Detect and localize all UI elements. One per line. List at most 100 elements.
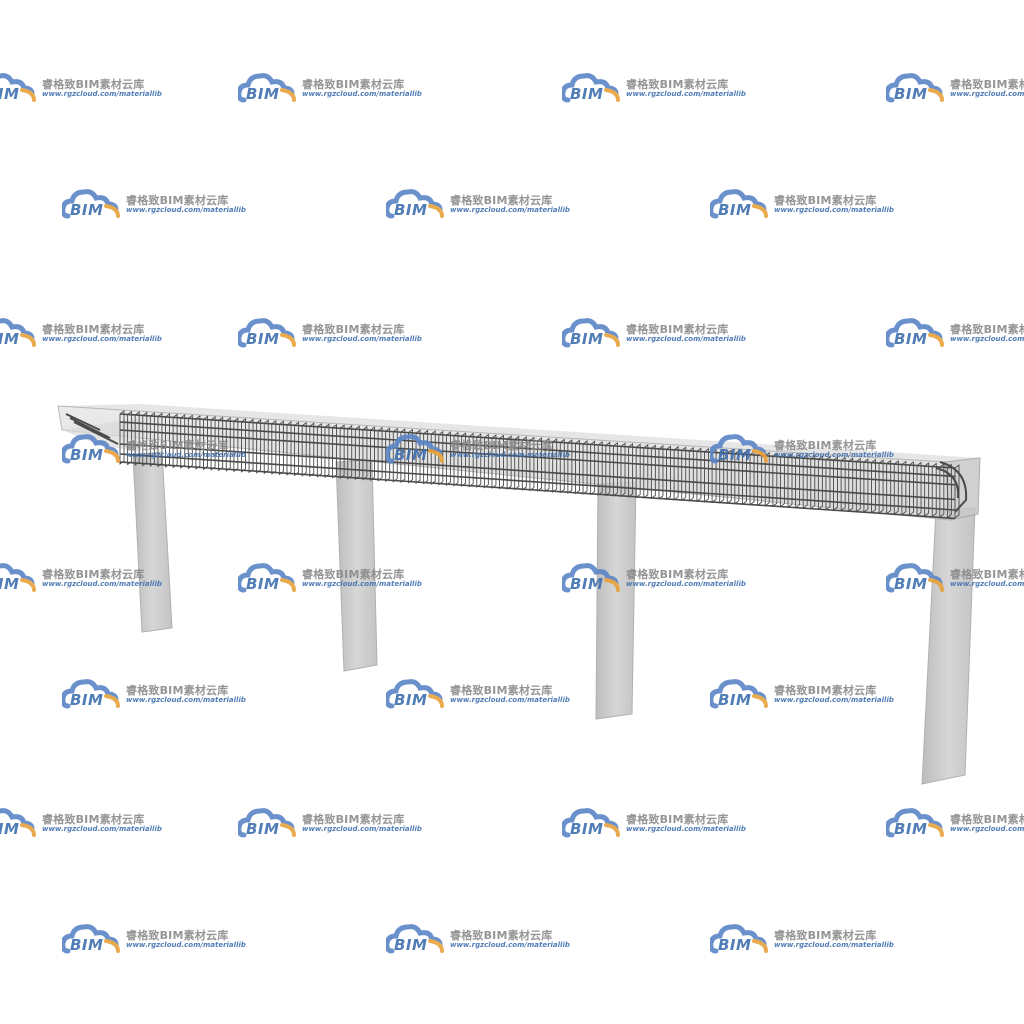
- rebar-stirrup: [233, 417, 239, 473]
- rebar-stirrup: [248, 418, 254, 474]
- rebar-stirrup: [666, 445, 671, 501]
- rebar-stirrup: [506, 435, 512, 490]
- rebar-stirrup: [810, 454, 816, 510]
- rebar-stirrup: [172, 413, 178, 469]
- rebar-stirrup: [931, 462, 937, 518]
- rebar-stirrup: [316, 422, 322, 478]
- rebar-stirrup: [886, 459, 892, 515]
- rebar-stirrup: [165, 413, 170, 468]
- beam-front-face: [57, 405, 951, 521]
- rebar-stirrup: [552, 438, 558, 493]
- rebar-stirrup: [180, 414, 186, 469]
- column-4: [921, 507, 976, 785]
- rebar-stirrup: [286, 420, 292, 476]
- rebar-stirrup: [825, 455, 831, 511]
- rebar-stirrup: [529, 436, 535, 492]
- rebar-stirrup: [537, 437, 542, 492]
- rebar-stirrup: [362, 425, 368, 481]
- rebar-stirrup: [461, 432, 467, 487]
- rebar-stirrup: [203, 415, 208, 471]
- rebar-stirrup: [157, 412, 163, 468]
- rebar-stirrup: [673, 445, 679, 501]
- rebar-stirrup: [142, 411, 148, 467]
- rebar-stirrup: [597, 441, 603, 496]
- rebar-stirrup: [787, 453, 793, 509]
- stirrups: [119, 410, 960, 519]
- rebar-stirrup: [468, 432, 474, 488]
- rebar-stirrup: [278, 420, 284, 476]
- rebar-stirrup: [256, 418, 262, 474]
- rebar-stirrup: [916, 461, 922, 517]
- rebar-stirrup: [370, 426, 375, 482]
- rebar-stirrup: [582, 440, 588, 495]
- beam-end-face: [944, 457, 981, 521]
- column-3: [595, 481, 637, 720]
- rebar-stirrup: [605, 441, 611, 497]
- rebar-stirrup: [324, 423, 330, 479]
- rebar-stirrup: [704, 447, 709, 503]
- rebar-stirrup: [301, 421, 307, 477]
- rebar-stirrup: [385, 427, 391, 483]
- rebar-stirrup: [408, 428, 413, 484]
- rebar-stirrup: [567, 439, 573, 494]
- rebar-stirrup: [476, 433, 482, 488]
- rebar-stirrup: [893, 460, 899, 515]
- rebar-stirrup: [134, 411, 140, 466]
- rebar-stirrup: [772, 452, 778, 508]
- rebar-stirrup: [483, 433, 489, 489]
- rebar-stirrup: [271, 419, 277, 475]
- rebar-stirrup: [817, 455, 823, 511]
- rebar-stirrup: [650, 444, 656, 500]
- rebar-stirrup: [149, 412, 155, 467]
- rebar-stirrup: [294, 421, 300, 477]
- rebar-stirrup: [590, 440, 596, 496]
- rebar-stirrup: [635, 443, 641, 499]
- rebar-stirrup: [127, 410, 133, 466]
- rebar-stirrup: [241, 417, 246, 473]
- rebar-stirrup: [688, 446, 694, 502]
- rebar-stirrup: [833, 456, 838, 512]
- rebar-stirrup: [863, 458, 869, 514]
- rebar-cage: [65, 410, 968, 520]
- rebar-stirrup: [924, 462, 930, 517]
- rebar-stirrup: [855, 457, 861, 513]
- rebar-stirrup: [620, 442, 626, 498]
- rebar-stirrup: [939, 463, 945, 518]
- rebar-stirrup: [332, 423, 337, 479]
- rebar-stirrup: [575, 439, 580, 495]
- rebar-stirrup: [263, 419, 269, 475]
- rebar-stirrup: [871, 458, 876, 514]
- rebar-stirrup: [499, 434, 504, 490]
- rebar-stirrup: [612, 442, 618, 497]
- rebar-stirrup: [696, 447, 702, 503]
- rebar-stirrup: [628, 442, 634, 498]
- rebar-stirrup: [559, 438, 565, 494]
- rebar-stirrup: [187, 414, 193, 470]
- rebar-stirrup: [954, 464, 960, 519]
- rebar-stirrup: [681, 446, 687, 502]
- rebar-stirrup: [514, 435, 520, 491]
- rebar-stirrup: [400, 428, 406, 484]
- rebar-stirrup: [491, 434, 497, 489]
- rebar-stirrup: [225, 416, 231, 472]
- rebar-stirrup: [544, 437, 550, 493]
- rebar-stirrup: [658, 444, 664, 500]
- rebar-stirrup: [392, 427, 398, 483]
- rebar-stirrup: [438, 430, 444, 486]
- rebar-stirrup: [802, 454, 808, 510]
- rebar-stirrup: [901, 460, 907, 516]
- rebar-stirrup: [218, 416, 224, 472]
- rebar-stirrup: [119, 410, 125, 465]
- rebar-stirrup: [878, 459, 884, 514]
- rebar-stirrup: [423, 429, 429, 485]
- rebar-stirrup: [779, 452, 785, 508]
- rebar-stirrup: [521, 436, 527, 491]
- rebar-stirrup: [795, 453, 801, 509]
- rebar-stirrup: [909, 461, 914, 516]
- rebar-stirrup: [848, 457, 854, 513]
- rebar-stirrup: [840, 456, 846, 512]
- column-1: [132, 451, 173, 633]
- rebar-stirrup: [445, 431, 451, 487]
- rebar-stirrup: [354, 425, 360, 481]
